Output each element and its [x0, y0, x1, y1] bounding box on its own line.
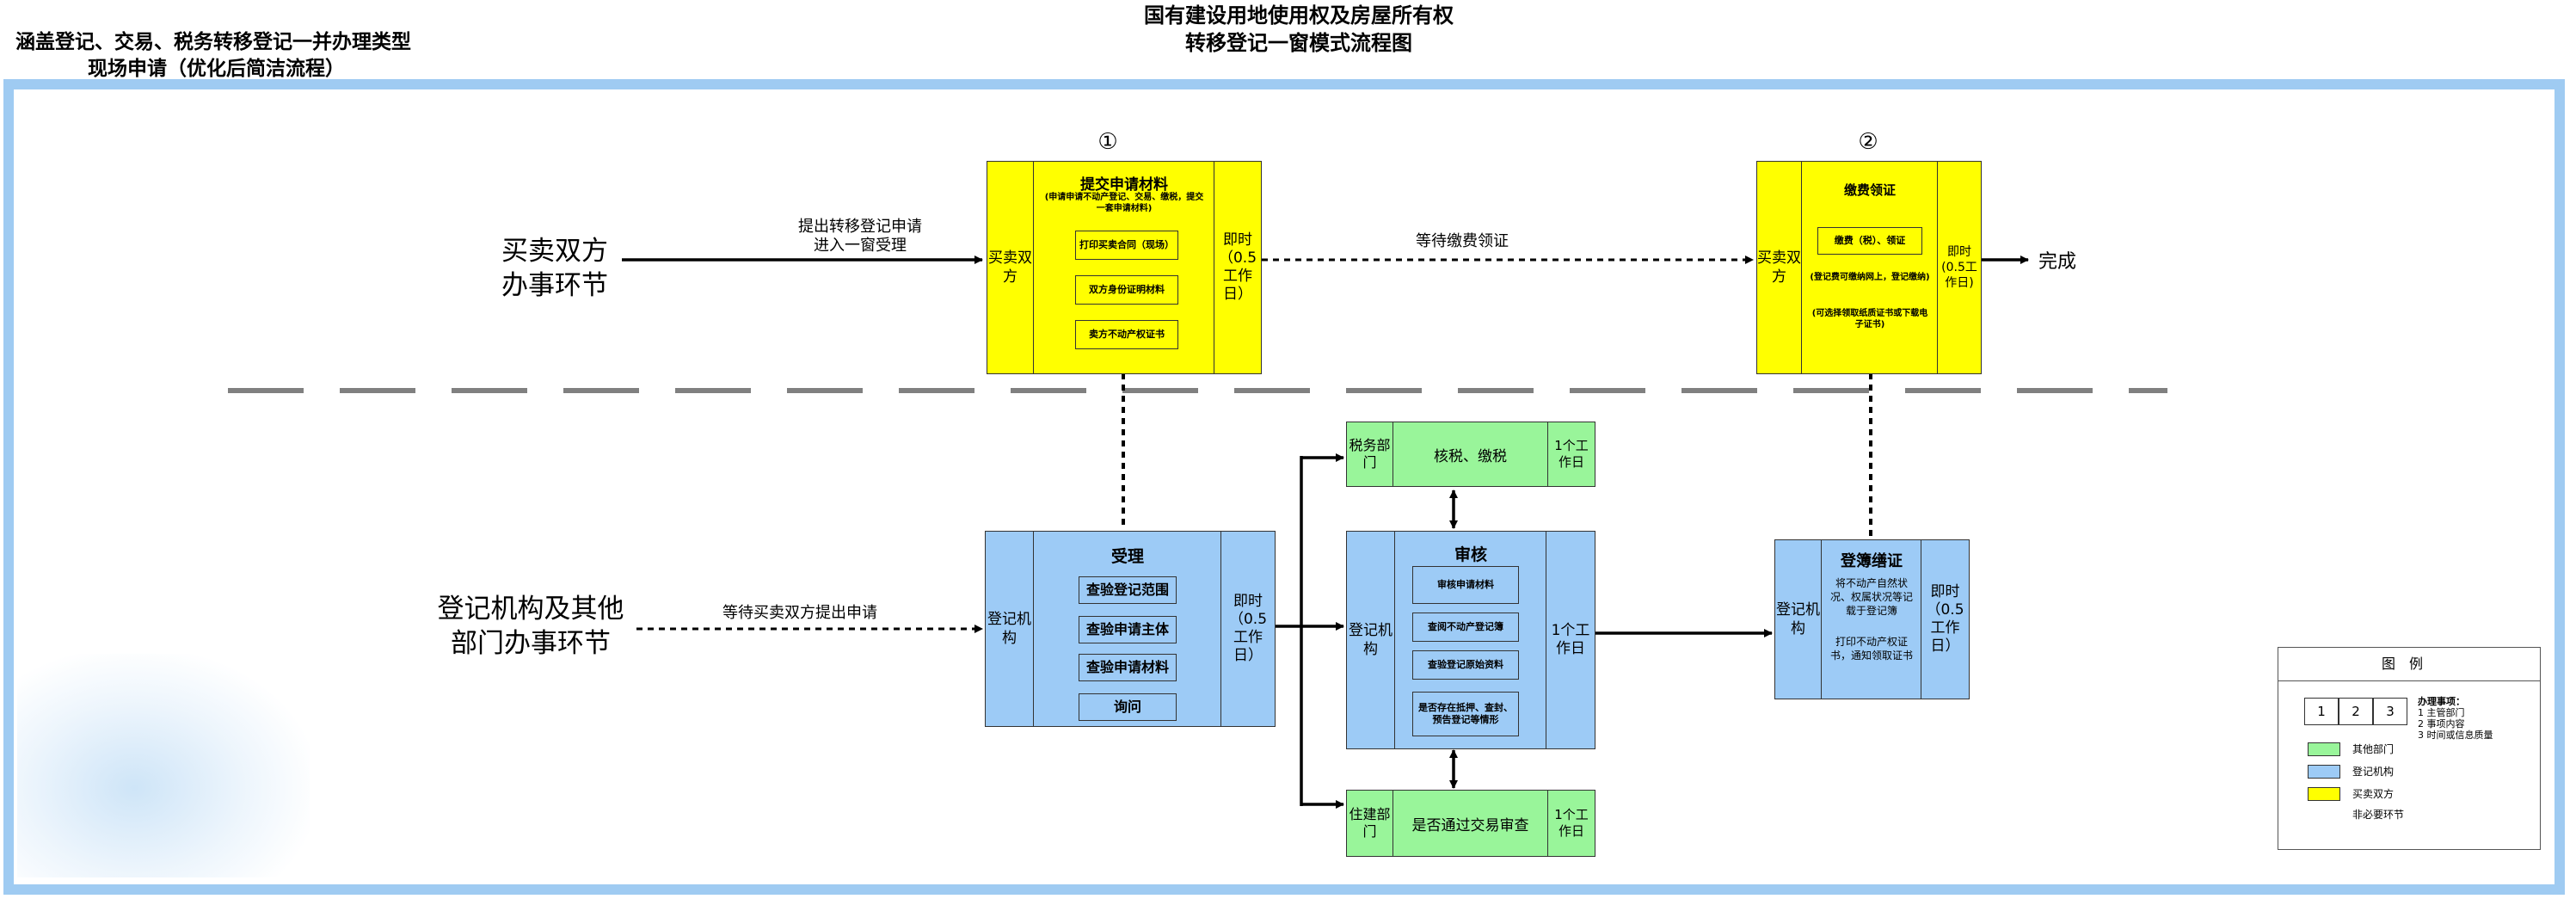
node-review-item-3: 查验登记原始资料: [1412, 650, 1519, 680]
node-tax-content: 核税、缴税: [1393, 422, 1548, 486]
legend-items: 办理事项： 1 主管部门 2 事项内容 3 时间或信息质量: [2418, 696, 2493, 741]
row-label-agency-line1: 登记机构及其他: [437, 594, 624, 625]
scope-title: 涵盖登记、交易、税务转移登记一并办理类型 现场申请（优化后简洁流程）: [15, 29, 411, 83]
legend-item-3: 3 时间或信息质量: [2418, 730, 2493, 741]
node-fee-content: [1802, 162, 1938, 373]
node-register-dept: 登记机构: [1775, 540, 1822, 699]
edge-label-submit-line1: 提出转移登记申请: [798, 218, 922, 236]
legend-item-1: 1 主管部门: [2418, 707, 2465, 718]
node-fee-title: 缴费领证: [1843, 182, 1896, 198]
node-housing-time: 1个工作日: [1554, 807, 1589, 839]
node-review-title: 审核: [1454, 545, 1487, 564]
legend-swatch-blue: [2308, 765, 2340, 779]
diagram-title: 国有建设用地使用权及房屋所有权 转移登记一窗模式流程图: [938, 2, 1660, 57]
node-accept-content: [1034, 532, 1221, 726]
node-fee-certificate: 买卖双方 即时(0.5工作日) 缴费领证 缴费（税）、领证 (登记费可缴纳网上，…: [1756, 161, 1982, 374]
legend-num-2: 2: [2339, 698, 2373, 725]
node-fee-note-1: (登记费可缴纳网上，登记缴纳): [1810, 273, 1930, 282]
node-accept: 登记机构 即时（0.5工作日） 受理 查验登记范围 查验申请主体 查验申请材料 …: [985, 531, 1276, 727]
node-submit-item-1: 打印买卖合同（现场）: [1075, 231, 1178, 260]
node-fee-dept: 买卖双方: [1757, 162, 1802, 373]
node-review-item-1: 审核申请材料: [1412, 566, 1519, 604]
node-submit-content: [1034, 162, 1214, 373]
edge-label-wait-apply: 等待买卖双方提出申请: [722, 604, 877, 622]
node-review-item-2: 查阅不动产登记簿: [1412, 613, 1519, 642]
row-label-agency: 登记机构及其他 部门办事环节: [423, 592, 638, 661]
node-review: 登记机构 1个工作日 审核 审核申请材料 查阅不动产登记簿 查验登记原始资料 是…: [1346, 531, 1595, 749]
node-accept-time: 即时（0.5工作日）: [1228, 593, 1268, 664]
node-register-note-1: 将不动产自然状况、权属状况等记载于登记簿: [1829, 577, 1913, 617]
scope-title-line2: 现场申请（优化后简洁流程）: [88, 58, 345, 80]
legend-label-green: 其他部门: [2352, 743, 2395, 755]
legend-num-1: 1: [2304, 698, 2339, 725]
node-register-content: [1822, 540, 1921, 699]
node-tax: 税务部门 核税、缴税 1个工作日: [1346, 422, 1595, 487]
legend-title: 图例: [2278, 648, 2540, 681]
diagram-title-line1: 国有建设用地使用权及房屋所有权: [1144, 3, 1454, 28]
legend: 图例 1 2 3 办理事项： 1 主管部门 2 事项内容 3 时间或信息质量 其…: [2278, 647, 2541, 850]
node-submit-dept: 买卖双方: [987, 162, 1034, 373]
node-housing-content: 是否通过交易审查: [1393, 791, 1548, 856]
node-housing: 住建部门 是否通过交易审查 1个工作日: [1346, 790, 1595, 857]
node-accept-item-4: 询问: [1079, 693, 1177, 721]
node-fee-item: 缴费（税）、领证: [1817, 227, 1922, 255]
node-review-time: 1个工作日: [1551, 622, 1590, 657]
node-submit-title: 提交申请材料: [1080, 176, 1168, 194]
node-review-content: [1395, 532, 1546, 748]
node-register-title: 登簿缮证: [1841, 552, 1903, 570]
edge-label-submit-line2: 进入一窗受理: [814, 237, 907, 255]
node-accept-title: 受理: [1110, 547, 1144, 566]
node-submit-item-3: 卖方不动产权证书: [1075, 320, 1178, 349]
node-submit-materials: 买卖双方 即时（0.5工作日） 提交申请材料 (申请申请不动产登记、交易、缴税，…: [987, 161, 1262, 374]
row-label-parties-line2: 办事环节: [501, 270, 608, 301]
edge-label-wait-fee: 等待缴费领证: [1416, 232, 1509, 250]
node-register-note-2: 打印不动产权证书，通知领取证书: [1829, 636, 1913, 662]
node-accept-item-3: 查验申请材料: [1079, 654, 1177, 681]
node-submit-note: (申请申请不动产登记、交易、缴税，提交一套申请材料): [1044, 193, 1204, 213]
node-tax-time: 1个工作日: [1554, 438, 1589, 470]
node-fee-note-2: (可选择领取纸质证书或下载电子证书): [1811, 309, 1928, 329]
node-housing-dept: 住建部门: [1347, 791, 1393, 856]
node-review-item-4: 是否存在抵押、查封、预告登记等情形: [1412, 692, 1519, 736]
node-accept-item-2: 查验申请主体: [1079, 616, 1177, 643]
legend-items-title: 办理事项：: [2418, 696, 2465, 707]
node-accept-item-1: 查验登记范围: [1079, 576, 1177, 604]
edge-label-submit: 提出转移登记申请 进入一窗受理: [757, 218, 963, 255]
node-register: 登记机构 即时（0.5工作日） 登簿缮证 将不动产自然状况、权属状况等记载于登记…: [1774, 539, 1970, 699]
node-submit-item-2: 双方身份证明材料: [1075, 275, 1178, 305]
legend-swatch-green: [2308, 742, 2340, 756]
row-label-parties-line1: 买卖双方: [501, 236, 608, 267]
node-accept-dept: 登记机构: [986, 532, 1034, 726]
step-mark-1: ①: [1097, 129, 1118, 155]
step-mark-2: ②: [1858, 129, 1878, 155]
legend-label-dashed: 非必要环节: [2352, 809, 2405, 821]
legend-label-yellow: 买卖双方: [2352, 788, 2395, 800]
node-submit-time: 即时（0.5工作日）: [1218, 231, 1257, 303]
node-register-time: 即时（0.5工作日）: [1926, 583, 1964, 655]
legend-swatch-yellow: [2308, 787, 2340, 801]
done-label: 完成: [2038, 251, 2077, 273]
legend-num-3: 3: [2373, 698, 2407, 725]
node-fee-time: 即时(0.5工作日): [1941, 245, 1977, 290]
diagram-frame: [3, 79, 2565, 895]
row-label-parties: 买卖双方 办事环节: [482, 234, 628, 303]
row-label-agency-line2: 部门办事环节: [451, 628, 611, 659]
scope-title-line1: 涵盖登记、交易、税务转移登记一并办理类型: [15, 31, 411, 53]
diagram-title-line2: 转移登记一窗模式流程图: [1185, 31, 1412, 55]
legend-label-blue: 登记机构: [2352, 766, 2395, 778]
legend-item-2: 2 事项内容: [2418, 718, 2465, 730]
background-decoration: [17, 654, 310, 877]
node-review-dept: 登记机构: [1347, 532, 1395, 748]
node-tax-dept: 税务部门: [1347, 422, 1393, 486]
